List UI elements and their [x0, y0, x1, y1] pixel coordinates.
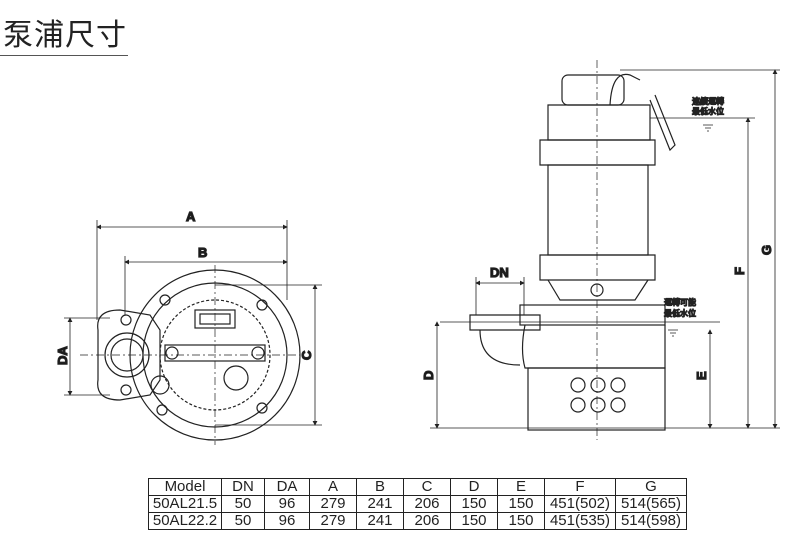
- cell-b: 241: [356, 495, 404, 513]
- cell-d: 150: [450, 512, 498, 530]
- table-header-row: Model DN DA A B C D E F G: [148, 478, 687, 496]
- operable-min-level-note-2: 最低水位: [664, 308, 696, 318]
- operable-min-level-note-1: 運轉可能: [664, 297, 696, 307]
- dim-label-a: A: [186, 209, 196, 224]
- top-view: [80, 265, 301, 445]
- cell-e: 150: [497, 512, 545, 530]
- cell-da: 96: [264, 495, 310, 513]
- header-b: B: [356, 478, 404, 496]
- dim-label-d: D: [421, 371, 436, 380]
- header-g: G: [615, 478, 687, 496]
- cell-model: 50AL22.2: [148, 512, 222, 530]
- front-view: [430, 60, 780, 440]
- cell-c: 206: [403, 512, 451, 530]
- cell-da: 96: [264, 512, 310, 530]
- cell-dn: 50: [221, 495, 265, 513]
- header-model: Model: [148, 478, 222, 496]
- dim-label-c: C: [299, 350, 314, 360]
- cell-c: 206: [403, 495, 451, 513]
- continuous-min-level-note-1: 連續運轉: [692, 96, 724, 106]
- dim-label-b: B: [198, 245, 207, 260]
- cell-dn: 50: [221, 512, 265, 530]
- header-dn: DN: [221, 478, 265, 496]
- dim-label-f: F: [732, 267, 747, 275]
- dimension-table: Model DN DA A B C D E F G 50AL21.5 50 96…: [148, 478, 687, 530]
- cell-model: 50AL21.5: [148, 495, 222, 513]
- cell-d: 150: [450, 495, 498, 513]
- dim-label-g: G: [759, 245, 774, 255]
- cell-e: 150: [497, 495, 545, 513]
- dim-label-e: E: [694, 371, 709, 380]
- cell-g: 514(598): [615, 512, 687, 530]
- continuous-min-level-note-2: 最低水位: [692, 106, 724, 116]
- title-underline: [0, 55, 128, 56]
- header-d: D: [450, 478, 498, 496]
- cell-a: 279: [309, 512, 357, 530]
- table-row: 50AL22.2 50 96 279 241 206 150 150 451(5…: [148, 512, 687, 530]
- header-a: A: [309, 478, 357, 496]
- cell-b: 241: [356, 512, 404, 530]
- header-f: F: [544, 478, 616, 496]
- cell-f: 451(502): [544, 495, 616, 513]
- page-title: 泵浦尺寸: [3, 18, 127, 53]
- header-c: C: [403, 478, 451, 496]
- cell-f: 451(535): [544, 512, 616, 530]
- dim-label-dn: DN: [490, 265, 509, 280]
- header-e: E: [497, 478, 545, 496]
- header-da: DA: [264, 478, 310, 496]
- table-row: 50AL21.5 50 96 279 241 206 150 150 451(5…: [148, 495, 687, 513]
- dimension-lines: [64, 69, 778, 429]
- dim-label-da: DA: [55, 346, 70, 365]
- cell-g: 514(565): [615, 495, 687, 513]
- cell-a: 279: [309, 495, 357, 513]
